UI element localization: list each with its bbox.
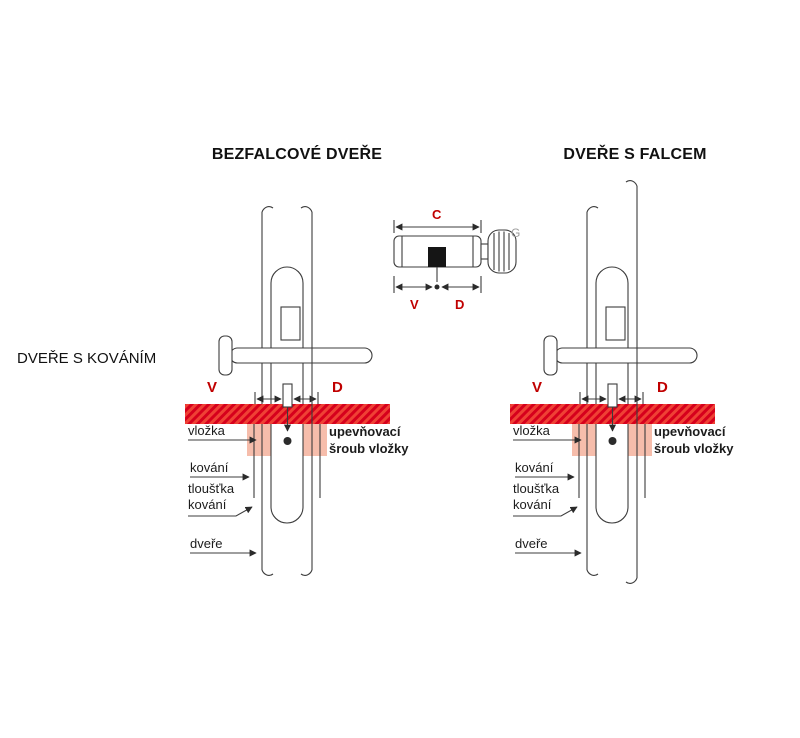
left-label-vlozka: vložka [188,423,225,438]
right-dimension-v: V [532,379,543,396]
inset-dimension-v: V [410,297,419,312]
left-label-screw-line2: šroub vložky [329,441,409,456]
left-label-screw-line1: upevňovací [329,424,401,439]
left-dimension-v: V [207,379,218,396]
left-label-tloustka-line2: kování [188,497,227,512]
title-dvere-s-falcem: DVEŘE S FALCEM [563,146,707,163]
left-label-dvere: dveře [190,536,223,551]
left-label-kovani: kování [190,460,229,475]
right-label-kovani: kování [515,460,554,475]
cylinder-inset [393,220,517,293]
inset-knob-g: G [511,226,521,240]
right-label-screw-line1: upevňovací [654,424,726,439]
right-label-vlozka: vložka [513,423,550,438]
left-dimension-d: D [332,379,343,396]
right-dimension-d: D [657,379,668,396]
inset-dimension-d: D [455,297,465,312]
title-bezfalcove-dvere: BEZFALCOVÉ DVEŘE [211,146,383,163]
title-dvere-s-kovanim: DVEŘE S KOVÁNÍM [17,350,157,367]
right-label-screw-line2: šroub vložky [654,441,734,456]
inset-dimension-c: C [432,207,442,222]
right-label-dvere: dveře [515,536,548,551]
right-label-tloustka-line1: tloušťka [513,481,560,496]
left-label-tloustka-line1: tloušťka [188,481,235,496]
right-lock-diagram [510,180,715,584]
left-lock-diagram [185,207,390,576]
right-label-tloustka-line2: kování [513,497,552,512]
